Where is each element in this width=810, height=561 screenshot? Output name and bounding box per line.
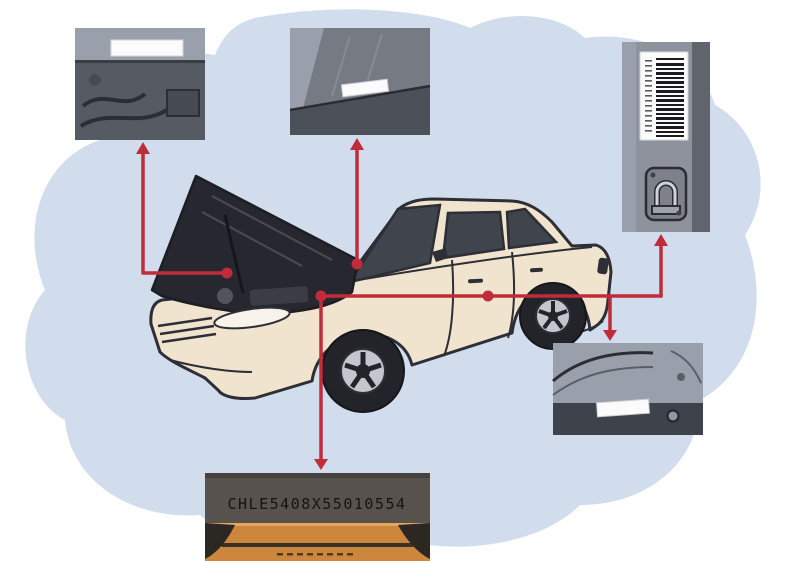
open-hood — [150, 174, 360, 315]
callout-dashboard — [289, 28, 431, 135]
arrowhead-dashboard — [350, 138, 364, 150]
point-dot-engine-bay — [221, 267, 233, 279]
point-dot-dashboard — [351, 258, 363, 270]
beltline-crease — [351, 246, 593, 282]
arrowhead-door-sill — [603, 330, 617, 341]
door-latch-striker — [644, 166, 688, 222]
callout-engine-block: CHLE5408X55010554 — [205, 473, 430, 561]
arrowhead-door-jamb — [654, 234, 668, 246]
barcode-microtext — [645, 60, 652, 132]
sill-lock-pin — [666, 409, 680, 423]
pointer-lines — [136, 138, 668, 470]
dashboard-top — [290, 86, 430, 135]
headlight — [213, 306, 291, 330]
callout-door-sill — [552, 343, 703, 435]
engine-hoses — [79, 92, 169, 128]
engine-bay-white-label — [110, 39, 184, 57]
side-windows — [441, 207, 559, 260]
engine-part-orange — [205, 523, 430, 561]
grille-lines — [157, 316, 217, 344]
point-dot-front-door — [482, 290, 494, 302]
engine-parts — [217, 286, 309, 306]
sill-lock-hole — [677, 373, 685, 381]
rear-wheel — [519, 282, 587, 350]
door-handles — [468, 267, 543, 284]
arrowhead-engine-bay — [136, 142, 150, 154]
shadow-corner-left — [205, 523, 235, 559]
hood-prop-rod — [223, 214, 245, 294]
tail-light — [597, 257, 609, 275]
arrowhead-engine-block — [314, 459, 328, 470]
callout-door-jamb — [622, 42, 710, 232]
engine-component — [166, 89, 200, 117]
sill-door-edge-curves — [552, 350, 702, 396]
callout-engine-bay — [75, 28, 205, 140]
windshield — [347, 203, 442, 284]
stamped-vin-text: CHLE5408X55010554 — [227, 495, 406, 513]
door-seams — [443, 251, 516, 357]
door-sill-white-label — [596, 398, 650, 418]
engine-cap — [89, 74, 101, 86]
car-illustration — [149, 174, 613, 413]
hood-underside-streaks — [201, 195, 333, 267]
point-dot-fender — [315, 290, 327, 302]
front-wheel — [321, 329, 405, 413]
secondary-stamp-marks — [277, 553, 353, 556]
arrow-to-engine-bay — [141, 150, 229, 275]
shadow-corner-right — [398, 523, 430, 559]
dashboard-vin-plate — [340, 78, 390, 98]
barcode-bars — [656, 58, 684, 137]
side-mirror-icon — [432, 248, 448, 262]
rear-door-window — [505, 207, 559, 250]
front-door-window — [441, 210, 506, 260]
